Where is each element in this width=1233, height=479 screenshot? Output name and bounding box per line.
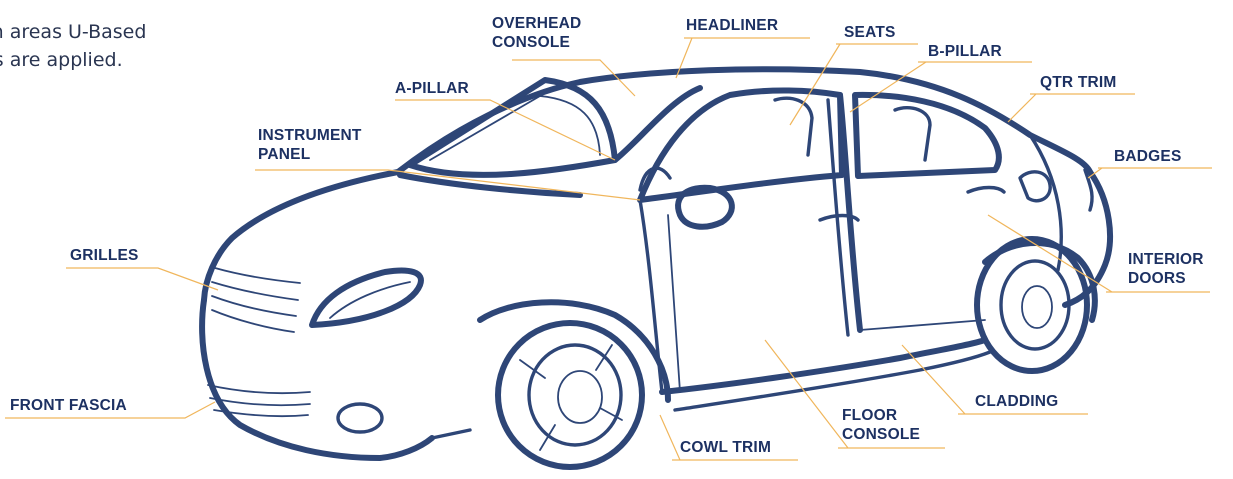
leader-qtr-trim [1008,94,1135,122]
label-grilles: GRILLES [70,247,139,264]
label-front-fascia: FRONT FASCIA [10,397,127,414]
label-interior-doors: INTERIOR DOORS [1128,251,1208,287]
label-instrument-panel-line-2: PANEL [258,146,310,163]
label-instrument-panel-line-1: INSTRUMENT [258,127,362,144]
label-floor-console-line-1: FLOOR [842,407,897,424]
label-overhead-console-line-2: CONSOLE [492,34,570,51]
label-a-pillar: A-PILLAR [395,80,469,97]
label-headliner: HEADLINER [686,17,778,34]
label-qtr-trim: QTR TRIM [1040,74,1117,91]
leader-grilles [66,268,218,290]
label-overhead-console: OVERHEAD CONSOLE [492,15,586,51]
label-interior-doors-line-1: INTERIOR [1128,251,1204,268]
leader-badges [1088,168,1212,178]
label-b-pillar: B-PILLAR [928,43,1002,60]
label-instrument-panel: INSTRUMENT PANEL [258,127,366,163]
label-cowl-trim: COWL TRIM [680,439,771,456]
label-seats: SEATS [844,24,896,41]
label-interior-doors-line-2: DOORS [1128,270,1186,287]
label-overhead-console-line-1: OVERHEAD [492,15,581,32]
labels: OVERHEAD CONSOLE HEADLINER SEATS B-PILLA… [10,15,1208,456]
label-floor-console-line-2: CONSOLE [842,426,920,443]
label-floor-console: FLOOR CONSOLE [842,407,920,443]
label-badges: BADGES [1114,148,1182,165]
label-cladding: CLADDING [975,393,1058,410]
